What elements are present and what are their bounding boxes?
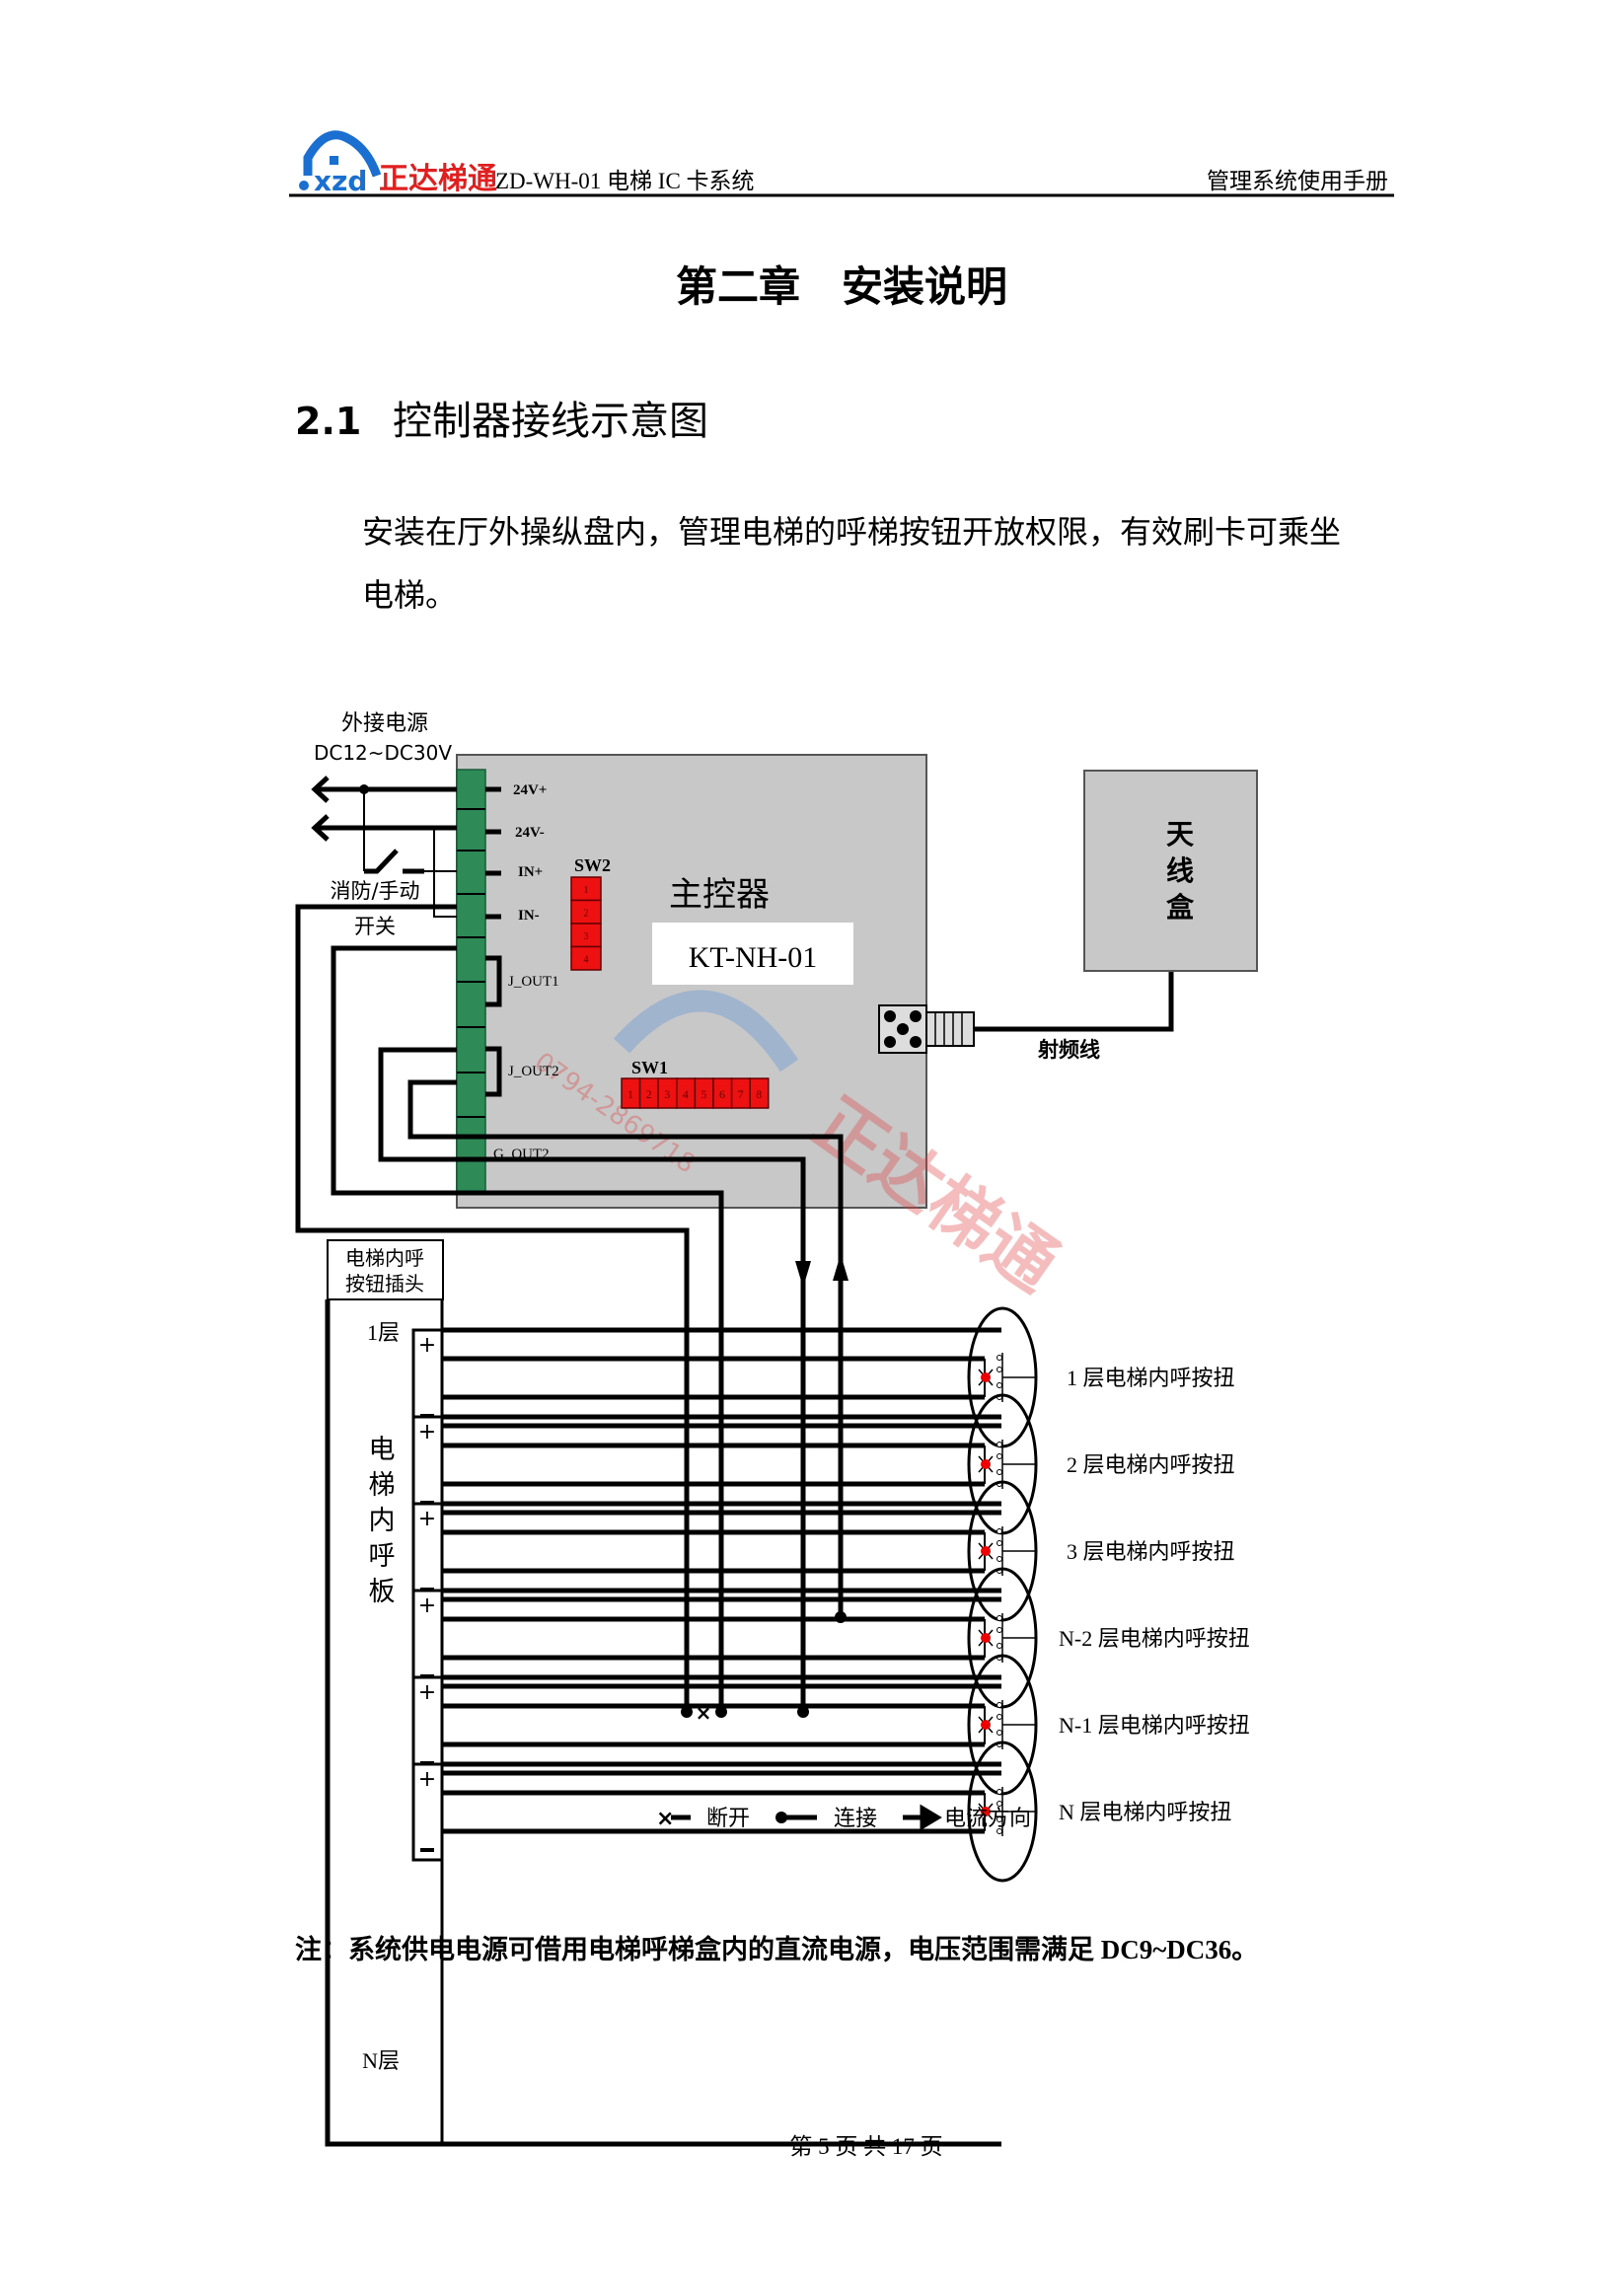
plug-label-2: 按钮插头 <box>345 1272 424 1296</box>
terminal-label: J_OUT1 <box>508 974 559 990</box>
call-button-icon <box>967 1654 1038 1796</box>
svg-text:4: 4 <box>584 955 589 966</box>
svg-text:4: 4 <box>683 1087 689 1101</box>
manual-title: 管理系统使用手册 <box>1207 169 1388 193</box>
terminal-label: 24V- <box>515 825 545 841</box>
wiring-diagram: 外接电源 DC12~DC30V 正达梯通 0794-2869718 消防/手动 … <box>295 711 1258 2147</box>
svg-text:+: + <box>418 1593 436 1618</box>
sw1-key[interactable] <box>749 1077 770 1109</box>
svg-text:7: 7 <box>738 1087 744 1101</box>
section-number: 2.1 <box>295 400 361 443</box>
svg-text:1: 1 <box>584 885 589 896</box>
svg-text:线: 线 <box>1166 854 1194 887</box>
call-button-icon <box>967 1393 1038 1535</box>
svg-text:1: 1 <box>627 1087 633 1101</box>
svg-text:盒: 盒 <box>1165 891 1195 924</box>
svg-text:xzd: xzd <box>314 165 367 197</box>
sw1-label: SW1 <box>631 1058 668 1077</box>
note: 注：系统供电电源可借用电梯呼梯盒内的直流电源，电压范围需满足 DC9~DC36。 <box>295 1934 1258 1964</box>
svg-text:+: + <box>418 1767 436 1792</box>
svg-text:5: 5 <box>701 1087 706 1101</box>
switch-label-1: 消防/手动 <box>330 879 419 903</box>
terminal-label: IN- <box>518 908 540 924</box>
doc-title: ZD-WH-01 电梯 IC 卡系统 <box>495 169 755 193</box>
arrow-down-icon <box>795 1261 811 1288</box>
plug-connector <box>411 1415 444 1515</box>
svg-text:+: + <box>418 1680 436 1705</box>
terminal-label: J_OUT2 <box>508 1064 559 1079</box>
plug-connector <box>411 1502 444 1601</box>
power-label: 外接电源 <box>341 711 428 736</box>
svg-text:3: 3 <box>584 931 589 942</box>
arrow-up-icon <box>833 1254 849 1281</box>
button-label: 3 层电梯内呼按扭 <box>1067 1539 1235 1564</box>
legend-current: 电流方向 <box>944 1807 1031 1831</box>
sw2-key[interactable] <box>570 945 602 971</box>
page-footer: 第 5 页 共 17 页 <box>789 2134 942 2159</box>
button-label: 1 层电梯内呼按扭 <box>1067 1366 1235 1390</box>
svg-text:天: 天 <box>1166 818 1194 851</box>
terminal-label: 24V+ <box>513 782 547 798</box>
section-title: 控制器接线示意图 <box>393 399 708 443</box>
button-label: N-1 层电梯内呼按扭 <box>1059 1713 1250 1738</box>
power-range: DC12~DC30V <box>314 741 452 765</box>
button-label: N 层电梯内呼按扭 <box>1059 1800 1231 1824</box>
call-button-icon <box>967 1480 1038 1622</box>
paragraph-line-2: 电梯。 <box>362 577 457 613</box>
terminal-label: IN+ <box>518 864 543 880</box>
rf-connector-icon <box>878 1004 975 1054</box>
svg-text:+: + <box>418 1507 436 1531</box>
first-floor-label: 1层 <box>367 1320 400 1345</box>
call-button-icon <box>967 1741 1038 1883</box>
legend-connect: 连接 <box>834 1807 877 1831</box>
floor-button-row: + N-2 层电梯内呼按扭 <box>411 1567 1250 1709</box>
plug-connector <box>411 1589 444 1688</box>
paragraph-line-1: 安装在厅外操纵盘内，管理电梯的呼梯按钮开放权限，有效刷卡可乘坐 <box>362 514 1341 550</box>
svg-text:6: 6 <box>719 1087 725 1101</box>
plug-connector <box>411 1675 444 1775</box>
floor-button-row: + N 层电梯内呼按扭 <box>411 1741 1231 1883</box>
svg-text:电: 电 <box>369 1435 396 1465</box>
floor-button-row: +3 层电梯内呼按扭 <box>411 1480 1235 1622</box>
svg-text:2: 2 <box>584 909 589 920</box>
svg-text:×: × <box>656 1807 674 1831</box>
switch-label-2: 开关 <box>354 915 396 938</box>
svg-text:内: 内 <box>369 1506 396 1536</box>
svg-text:2: 2 <box>646 1087 652 1101</box>
floor-button-row: + N-1 层电梯内呼按扭 <box>411 1654 1250 1796</box>
svg-text:板: 板 <box>369 1577 396 1607</box>
rf-cable-label: 射频线 <box>1037 1038 1100 1062</box>
sw2-label: SW2 <box>574 855 611 875</box>
svg-text:正达梯通: 正达梯通 <box>379 162 497 196</box>
chapter-title: 第二章 安装说明 <box>676 263 1007 311</box>
header-logo: xzd 正达梯通 <box>299 130 497 197</box>
call-button-icon <box>967 1306 1038 1448</box>
svg-text:+: + <box>418 1420 436 1444</box>
svg-text:梯: 梯 <box>369 1470 396 1501</box>
svg-text:+: + <box>418 1333 436 1358</box>
legend: × 断开 连接 电流方向 <box>656 1804 1031 1831</box>
plug-connector <box>411 1762 444 1862</box>
svg-text:8: 8 <box>756 1087 762 1101</box>
plug-label-1: 电梯内呼 <box>345 1246 424 1270</box>
button-label: 2 层电梯内呼按扭 <box>1067 1452 1235 1477</box>
svg-text:3: 3 <box>664 1087 670 1101</box>
svg-text:呼: 呼 <box>369 1541 396 1572</box>
antenna-box <box>1083 770 1258 972</box>
call-button-icon <box>967 1567 1038 1709</box>
model-label: KT-NH-01 <box>689 941 818 974</box>
legend-break: 断开 <box>706 1807 750 1831</box>
button-label: N-2 层电梯内呼按扭 <box>1059 1626 1250 1651</box>
controller-label: 主控器 <box>669 876 770 914</box>
last-floor-label: N层 <box>362 2048 400 2073</box>
floor-button-row: +2 层电梯内呼按扭 <box>411 1393 1235 1535</box>
model-box <box>652 923 853 985</box>
floor-button-row: +1 层电梯内呼按扭 <box>411 1306 1235 1448</box>
